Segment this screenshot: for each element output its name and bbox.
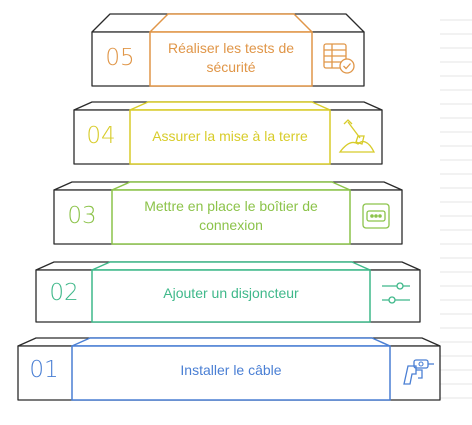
step-panel-05 xyxy=(149,31,313,87)
step-band-03 xyxy=(53,181,403,245)
step-number-02: 02 xyxy=(49,280,79,306)
ground-shovel-icon xyxy=(334,114,378,158)
step-number-03: 03 xyxy=(67,203,97,229)
sliders-icon xyxy=(374,271,418,315)
step-panel-01 xyxy=(71,345,391,401)
step-label-03: Mettre en place le boîtier de connexion xyxy=(144,198,318,233)
step-label-02: Ajouter un disjoncteur xyxy=(163,284,299,301)
step-number-05: 05 xyxy=(105,45,135,71)
step-band-04 xyxy=(73,101,383,165)
step-band-05 xyxy=(91,13,365,87)
step-band-01 xyxy=(17,337,441,401)
junction-box-icon xyxy=(354,194,398,238)
step-band-02 xyxy=(35,261,421,323)
step-label-01: Installer le câble xyxy=(180,361,282,378)
checklist-icon xyxy=(316,36,360,80)
step-label-04: Assurer la mise à la terre xyxy=(152,127,308,144)
step-label-05: Réaliser les tests de sécurité xyxy=(167,40,295,75)
drill-icon xyxy=(394,348,438,392)
step-panel-04 xyxy=(129,109,331,165)
step-panel-03 xyxy=(111,189,351,245)
step-panel-02 xyxy=(91,269,371,323)
step-number-01: 01 xyxy=(29,357,59,383)
step-number-04: 04 xyxy=(86,123,116,149)
